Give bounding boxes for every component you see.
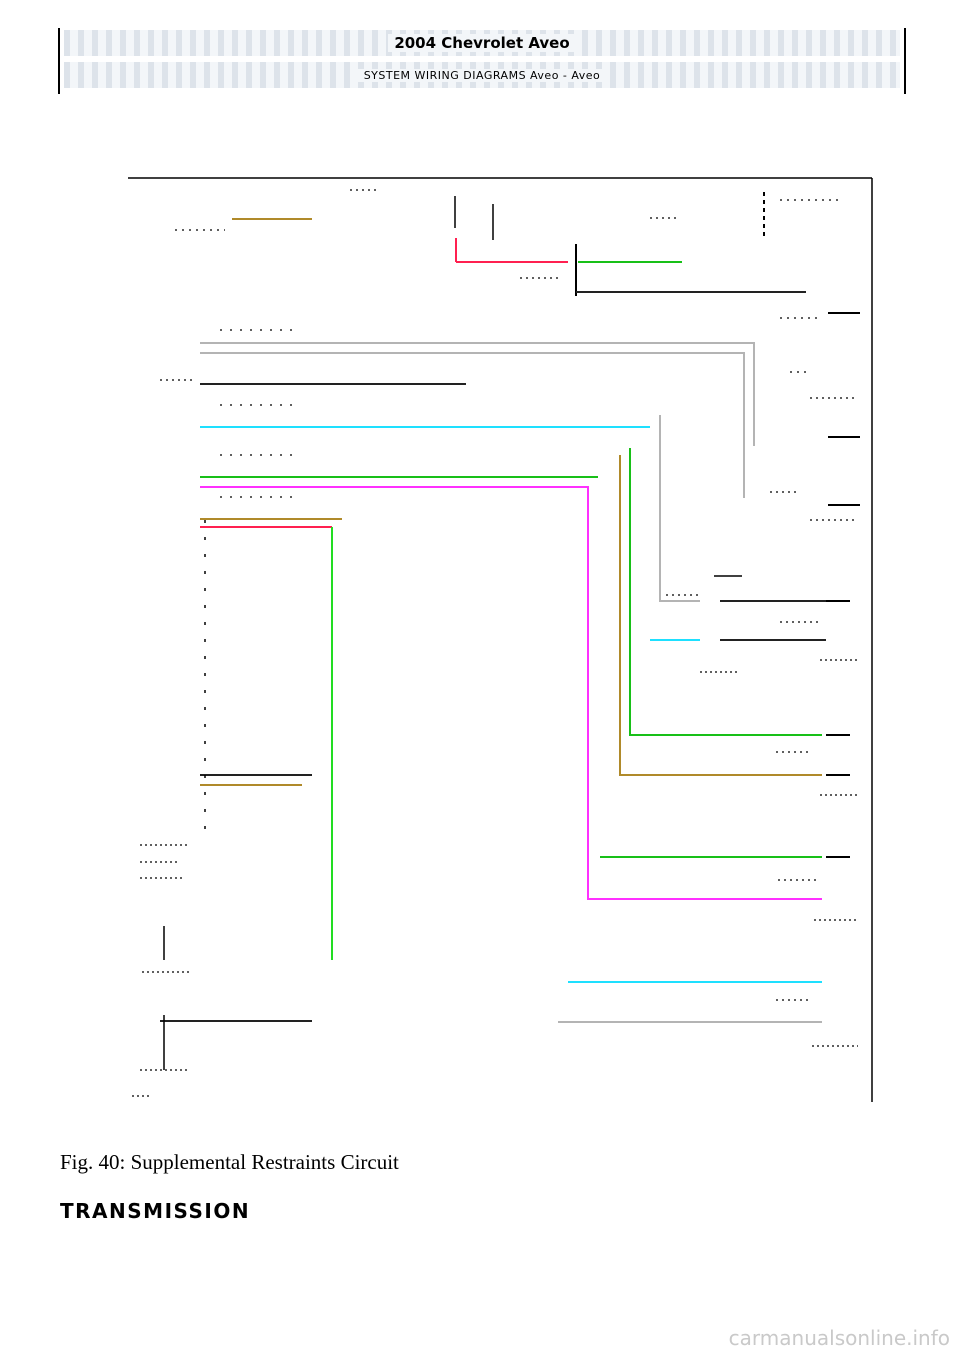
watermark[interactable]: carmanualsonline.info xyxy=(728,1326,950,1350)
figure-caption: Fig. 40: Supplemental Restraints Circuit xyxy=(60,1150,399,1174)
header-title-band: 2004 Chevrolet Aveo xyxy=(64,30,900,56)
header-subtitle-band: SYSTEM WIRING DIAGRAMS Aveo - Aveo xyxy=(64,62,900,88)
document-title: 2004 Chevrolet Aveo xyxy=(388,34,576,52)
header-right-rule xyxy=(904,28,906,94)
document-subtitle: SYSTEM WIRING DIAGRAMS Aveo - Aveo xyxy=(357,68,607,82)
connector-terminals-right xyxy=(763,192,860,858)
connector-pins-left xyxy=(163,520,742,1070)
page-header: 2004 Chevrolet Aveo SYSTEM WIRING DIAGRA… xyxy=(58,24,906,94)
wire-pink-long xyxy=(200,486,822,900)
wire-gray-2 xyxy=(200,352,745,498)
section-heading: TRANSMISSION xyxy=(60,1199,251,1223)
wire-gray-right xyxy=(659,415,700,602)
diagram-tick-marks xyxy=(132,189,860,1097)
wire-gray-1 xyxy=(200,342,755,446)
wire-tan-right xyxy=(619,455,822,776)
wire-green-right xyxy=(629,448,822,736)
header-left-rule xyxy=(58,28,60,94)
